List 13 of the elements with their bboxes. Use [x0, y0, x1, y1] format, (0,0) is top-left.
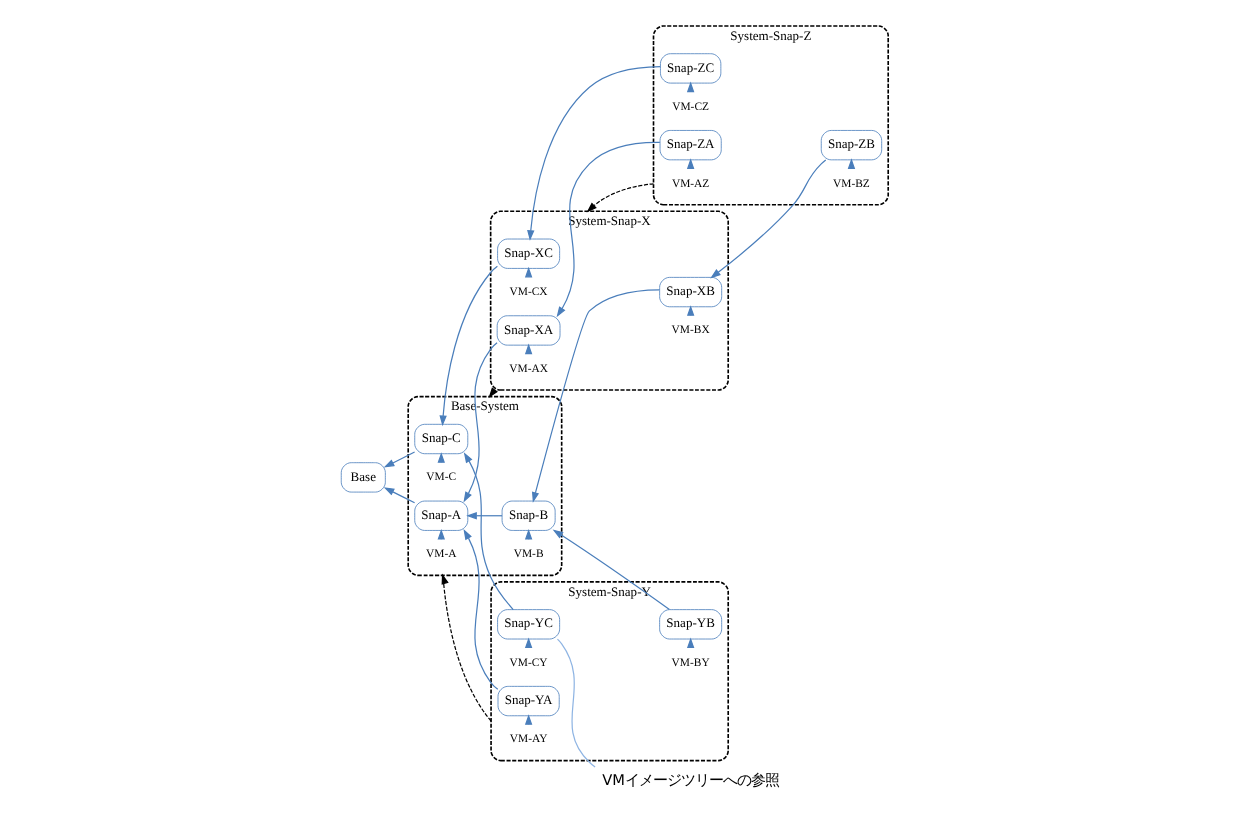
arrow — [531, 289, 660, 503]
arrow — [527, 65, 661, 241]
arrow — [463, 452, 514, 611]
arrow — [463, 529, 499, 690]
connector — [556, 638, 596, 768]
arrow — [556, 141, 661, 318]
arrow — [383, 487, 416, 504]
arrow — [466, 512, 503, 520]
arrow — [441, 573, 492, 722]
arrow — [710, 159, 827, 279]
arrow — [586, 183, 655, 213]
arrow — [552, 529, 671, 611]
arrow — [383, 451, 416, 468]
